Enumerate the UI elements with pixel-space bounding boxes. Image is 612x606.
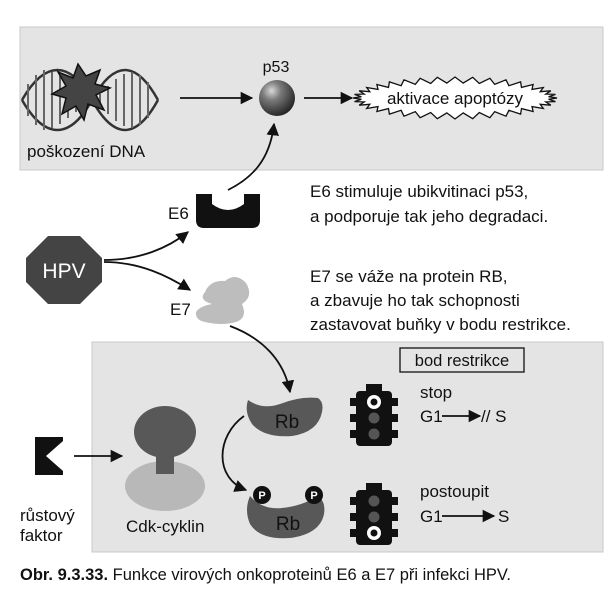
proceed-label: postoupit xyxy=(420,482,489,501)
phosphate-right-icon xyxy=(305,486,323,504)
stop-label: stop xyxy=(420,383,452,402)
stop-s-label: // S xyxy=(481,407,507,426)
e6-label: E6 xyxy=(168,204,189,223)
e7-description-line-3: zastavovat buňky v bodu restrikce. xyxy=(310,315,571,334)
phospho-rb-label: Rb xyxy=(276,514,300,535)
cdk-cyclin-label: Cdk-cyklin xyxy=(126,517,204,536)
phosphate-left-icon xyxy=(253,486,271,504)
dna-damage-label: poškození DNA xyxy=(27,142,146,161)
p53-sphere-icon xyxy=(259,80,295,116)
rb-phosphorylation-arrow xyxy=(221,415,248,492)
damage-burst-icon xyxy=(50,62,113,122)
traffic-light-go-icon xyxy=(350,483,398,545)
rb-label: Rb xyxy=(275,412,299,433)
phospho-rb-protein-shape xyxy=(247,496,325,539)
stop-g1-label: G1 xyxy=(420,407,443,426)
growth-factor-notch-icon xyxy=(46,441,63,471)
restriction-point-box xyxy=(399,347,525,373)
p53-label: p53 xyxy=(263,59,290,76)
e7-label: E7 xyxy=(170,300,191,319)
apoptosis-label: aktivace apoptózy xyxy=(387,89,524,108)
hpv-virus-icon xyxy=(26,236,102,304)
rb-protein-shape xyxy=(246,397,323,437)
phosphate-right-label: P xyxy=(310,490,317,502)
hpv-label: HPV xyxy=(42,260,85,283)
apoptosis-burst-shape xyxy=(352,76,558,120)
e7-to-rb-arrow xyxy=(229,325,295,394)
growth-factor-label-line-1: růstový xyxy=(20,506,75,525)
e6-protein-shape xyxy=(196,194,260,228)
e7-protein-shape xyxy=(195,276,250,324)
figure-caption: Obr. 9.3.33. Funkce virových onkoprotein… xyxy=(20,566,511,585)
growth-factor-label-line-2: faktor xyxy=(20,526,63,545)
e6-description-line-1: E6 stimuluje ubikvitinaci p53, xyxy=(310,182,528,201)
e7-description-line-1: E7 se váže na protein RB, xyxy=(310,267,508,286)
hpv-to-e6-arrow xyxy=(103,231,189,261)
e6-description-line-2: a podporuje tak jeho degradaci. xyxy=(310,207,548,226)
e6-to-p53-arrow xyxy=(227,122,280,191)
figure-caption-text: Funkce virových onkoproteinů E6 a E7 při… xyxy=(112,566,512,584)
phosphate-left-label: P xyxy=(258,490,265,502)
proceed-s-label: S xyxy=(498,507,509,526)
proceed-g1-label: G1 xyxy=(420,507,443,526)
figure-number: Obr. 9.3.33. xyxy=(20,566,109,584)
restriction-point-label: bod restrikce xyxy=(415,352,509,370)
e7-description-line-2: a zbavuje ho tak schopnosti xyxy=(310,291,520,310)
hpv-to-e7-arrow xyxy=(103,261,192,291)
traffic-light-stop-icon xyxy=(350,384,398,446)
cdk-cyclin-base-shape xyxy=(125,461,205,511)
cdk-cyclin-head-shape xyxy=(134,406,196,458)
